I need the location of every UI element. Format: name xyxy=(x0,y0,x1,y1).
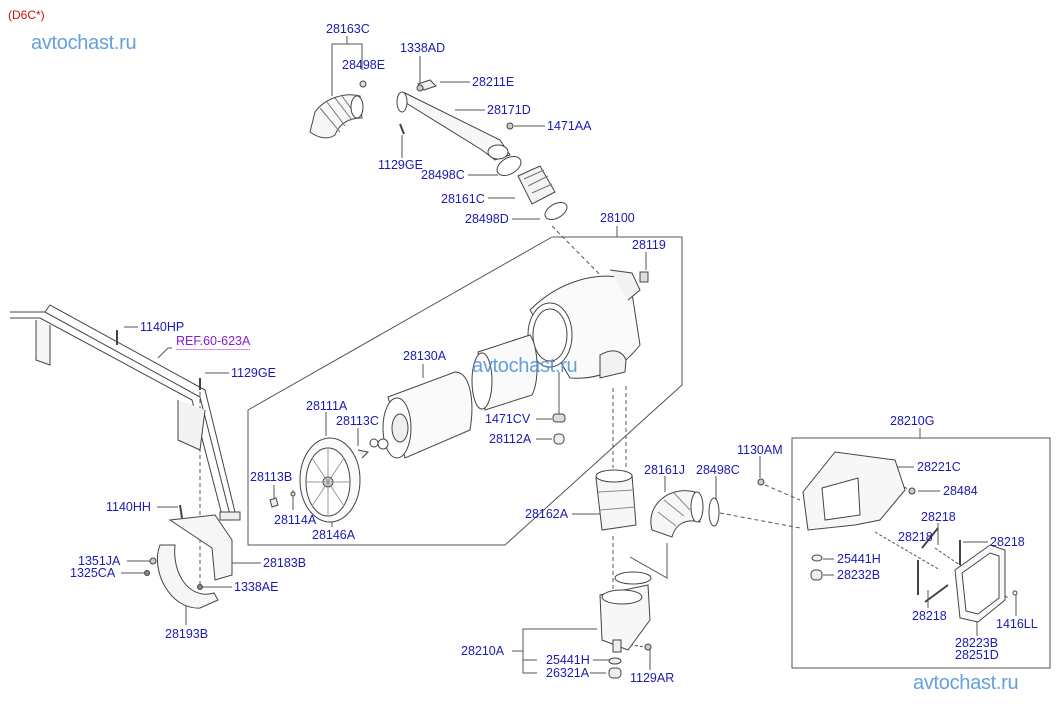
part-28163C-hose-elbow xyxy=(310,81,366,138)
part-label-28498D[interactable]: 28498D xyxy=(465,212,509,226)
part-28161C-hose xyxy=(518,166,555,204)
part-label-28113B[interactable]: 28113B xyxy=(250,470,293,484)
part-label-28111A[interactable]: 28111A xyxy=(306,399,348,413)
reference-link-60-623A[interactable]: REF.60-623A xyxy=(176,334,251,350)
part-label-1129AR[interactable]: 1129AR xyxy=(630,671,675,685)
part-28162A-hose xyxy=(596,470,636,530)
part-28100-air-cleaner-housing xyxy=(528,270,648,378)
part-label-25441H-bottom[interactable]: 25441H xyxy=(546,653,590,667)
part-label-28171D[interactable]: 28171D xyxy=(487,103,531,117)
leader-lines xyxy=(121,36,1050,673)
part-28223B-gasket-frame xyxy=(918,528,1017,622)
part-label-1325CA[interactable]: 1325CA xyxy=(70,566,116,580)
part-label-28211E[interactable]: 28211E xyxy=(472,75,515,89)
part-28210A-tee-pipe xyxy=(600,572,651,678)
part-label-28161J[interactable]: 28161J xyxy=(644,463,686,477)
watermark-center: avtochast.ru xyxy=(472,355,578,377)
part-label-28498C-top[interactable]: 28498C xyxy=(421,168,465,182)
part-safety-element xyxy=(472,335,537,410)
part-small-fittings xyxy=(270,414,565,507)
part-label-28162A[interactable]: 28162A xyxy=(525,507,569,521)
part-label-28223B[interactable]: 28223B xyxy=(955,636,999,650)
engine-variant-code: (D6C*) xyxy=(8,8,45,22)
part-label-28210A[interactable]: 28210A xyxy=(461,644,505,658)
part-label-28193B[interactable]: 28193B xyxy=(165,627,209,641)
part-label-28221C[interactable]: 28221C xyxy=(917,460,961,474)
part-label-28218-c[interactable]: 28218 xyxy=(990,535,1025,549)
part-28146A-cover xyxy=(300,438,360,522)
watermark-bottom-right: avtochast.ru xyxy=(913,672,1019,694)
part-label-28112A[interactable]: 28112A xyxy=(489,432,532,446)
watermark-top-left: avtochast.ru xyxy=(31,32,137,54)
part-28498C-clamp-top xyxy=(494,153,525,180)
part-label-28218-d[interactable]: 28218 xyxy=(912,609,947,623)
part-label-28210G[interactable]: 28210G xyxy=(890,414,935,428)
part-label-28114A[interactable]: 28114A xyxy=(274,513,317,527)
part-label-28183B[interactable]: 28183B xyxy=(263,556,307,570)
part-label-28100[interactable]: 28100 xyxy=(600,211,635,225)
part-label-1129GE-top[interactable]: 1129GE xyxy=(378,158,423,172)
part-label-28119[interactable]: 28119 xyxy=(632,238,666,252)
part-label-1351JA[interactable]: 1351JA xyxy=(78,554,121,568)
part-28113C-wing-nut xyxy=(358,439,388,458)
part-label-1471AA[interactable]: 1471AA xyxy=(547,119,592,133)
part-28171D-intake-pipe xyxy=(397,80,513,160)
part-label-26321A[interactable]: 26321A xyxy=(546,666,590,680)
part-label-28484[interactable]: 28484 xyxy=(943,484,978,498)
part-label-28163C[interactable]: 28163C xyxy=(326,22,370,36)
part-28183B-28193B-strap xyxy=(145,505,233,608)
part-label-28161C[interactable]: 28161C xyxy=(441,192,485,206)
part-label-1338AE[interactable]: 1338AE xyxy=(234,580,279,594)
part-label-1130AM[interactable]: 1130AM xyxy=(737,443,783,457)
part-label-28498E[interactable]: 28498E xyxy=(342,58,386,72)
part-28130A-filter-element xyxy=(383,372,472,458)
part-label-28498C-mid[interactable]: 28498C xyxy=(696,463,740,477)
part-label-1140HH[interactable]: 1140HH xyxy=(106,500,151,514)
part-label-28130A[interactable]: 28130A xyxy=(403,349,447,363)
part-label-28218-a[interactable]: 28218 xyxy=(921,510,956,524)
part-28161J-elbow-hose xyxy=(651,491,719,537)
part-frame-bracket xyxy=(10,305,240,520)
part-label-28218-b[interactable]: 28218 xyxy=(898,530,933,544)
part-label-1471CV[interactable]: 1471CV xyxy=(485,412,531,426)
part-label-28251D[interactable]: 28251D xyxy=(955,648,999,662)
part-label-28146A[interactable]: 28146A xyxy=(312,528,356,542)
part-label-1129GE-left[interactable]: 1129GE xyxy=(231,366,276,380)
part-label-25441H-right[interactable]: 25441H xyxy=(837,552,881,566)
part-label-1416LL[interactable]: 1416LL xyxy=(996,617,1038,631)
part-label-1140HP[interactable]: 1140HP xyxy=(140,320,185,334)
part-label-28232B[interactable]: 28232B xyxy=(837,568,881,582)
part-28498D-clamp xyxy=(542,199,570,223)
part-28221C-precleaner-box xyxy=(758,452,915,580)
part-label-1338AD[interactable]: 1338AD xyxy=(400,41,446,55)
part-label-28113C[interactable]: 28113C xyxy=(336,414,379,428)
